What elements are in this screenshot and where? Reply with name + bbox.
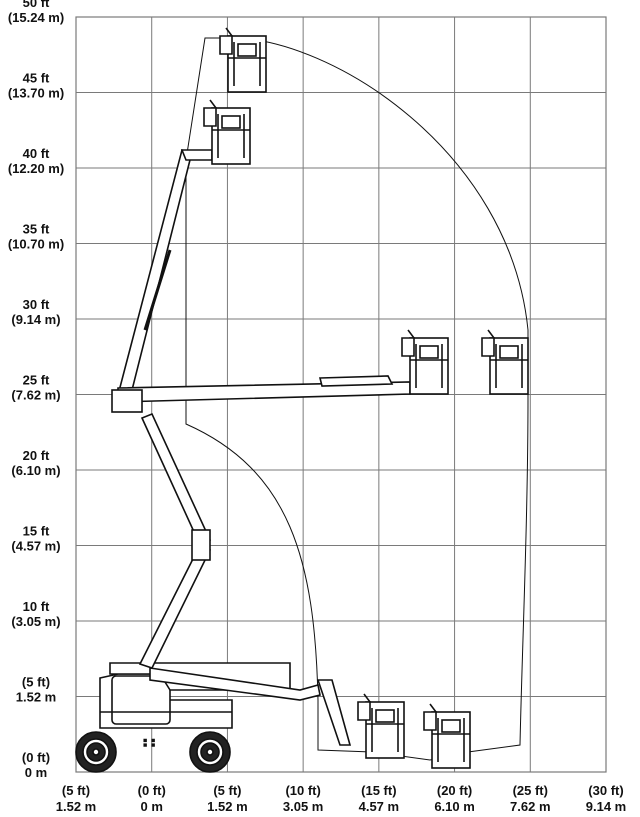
x-tick-label-ft: (25 ft) [513,783,548,798]
stowed-boom [149,667,321,701]
x-tick-label-m: 9.14 m [586,799,626,814]
boom-cylinder [143,249,172,331]
x-tick-label-m: 1.52 m [207,799,247,814]
x-tick-label-ft: (15 ft) [361,783,396,798]
platform-basket [401,329,449,395]
x-tick-label-m: 4.57 m [359,799,399,814]
y-tick-label-m: 0 m [25,765,47,780]
x-tick-label-ft: (20 ft) [437,783,472,798]
platform-basket [219,27,267,93]
y-axis-labels: (0 ft)0 m(5 ft)1.52 m10 ft(3.05 m)15 ft(… [8,0,64,780]
boom-pivot [111,389,143,413]
y-tick-label-m: (7.62 m) [11,388,60,403]
y-tick-label-m: (13.70 m) [8,86,64,101]
y-tick-label-ft: 40 ft [23,146,50,161]
rear-wheel [189,731,231,773]
platform-basket [423,703,471,769]
x-tick-label-ft: (0 ft) [138,783,166,798]
top-jib [180,149,213,161]
y-tick-label-ft: (5 ft) [22,675,50,690]
chassis-marking: : : [143,734,155,749]
y-tick-label-ft: 35 ft [23,222,50,237]
y-tick-label-m: (15.24 m) [8,10,64,25]
stowed-jib [316,679,352,746]
x-tick-label-ft: (5 ft) [213,783,241,798]
x-tick-label-ft: (10 ft) [285,783,320,798]
y-tick-label-m: (6.10 m) [11,463,60,478]
platform-positions [203,27,529,769]
engine-hood [111,675,171,725]
x-tick-label-m: 7.62 m [510,799,550,814]
platform-basket [481,329,529,395]
y-tick-label-ft: 10 ft [23,599,50,614]
riser-knuckle [191,529,211,561]
y-tick-label-ft: 25 ft [23,373,50,388]
y-tick-label-ft: 30 ft [23,297,50,312]
y-tick-label-ft: (0 ft) [22,750,50,765]
x-tick-label-m: 3.05 m [283,799,323,814]
y-tick-label-m: 1.52 m [16,690,56,705]
y-tick-label-m: (12.20 m) [8,161,64,176]
articulating-boom-lift: : : [75,149,411,773]
work-envelope-outline [185,37,529,761]
x-tick-label-m: 1.52 m [56,799,96,814]
y-tick-label-m: (3.05 m) [11,614,60,629]
y-tick-label-ft: 15 ft [23,524,50,539]
x-tick-label-m: 0 m [141,799,163,814]
front-wheel [75,731,117,773]
x-tick-label-m: 6.10 m [434,799,474,814]
x-tick-label-ft: (30 ft) [588,783,623,798]
y-tick-label-ft: 45 ft [23,71,50,86]
x-axis-labels: (5 ft)1.52 m(0 ft)0 m(5 ft)1.52 m(10 ft)… [56,783,626,814]
y-tick-label-m: (10.70 m) [8,237,64,252]
y-tick-label-m: (4.57 m) [11,539,60,554]
jib-arm [318,375,394,387]
x-tick-label-ft: (5 ft) [62,783,90,798]
y-tick-label-ft: 20 ft [23,448,50,463]
platform-basket [357,693,405,759]
y-tick-label-ft: 50 ft [23,0,50,10]
y-tick-label-m: (9.14 m) [11,312,60,327]
platform-basket [203,99,251,165]
